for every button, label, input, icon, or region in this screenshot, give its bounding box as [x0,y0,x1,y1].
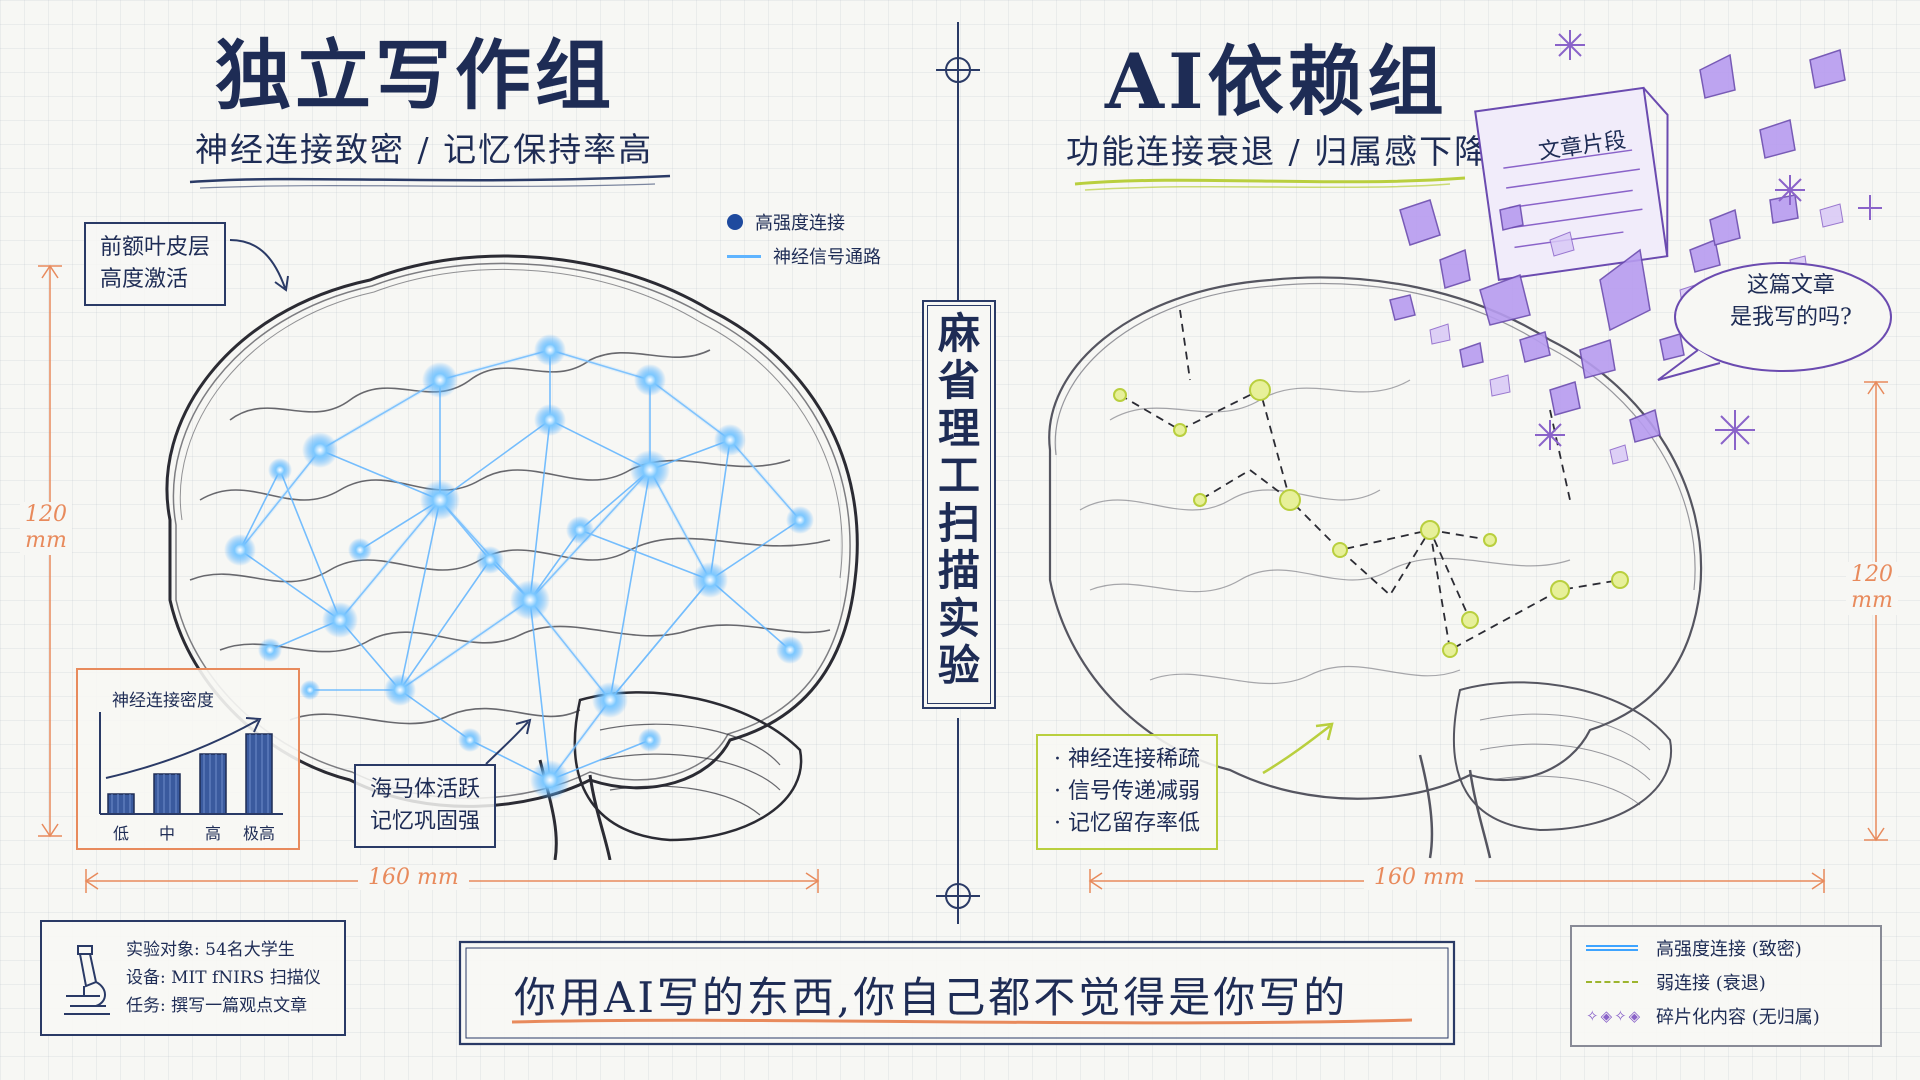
right-subtitle-underline [1074,176,1466,191]
high-strength-nodes [224,334,814,800]
blue-line-icon [727,254,761,258]
prefrontal-note: 前额叶皮层 高度激活 [84,222,227,306]
document-fragment-icon [1474,86,1669,281]
prefrontal-arrow [229,239,289,292]
density-chart-frame: 神经连接密度 低 中 高 极高 [76,668,300,850]
trend-arrowhead [245,717,262,733]
decline-note-line: · 神经连接稀疏 [1054,747,1200,772]
purple-fragment-icon: ✧◈✧◈ [1586,1007,1643,1025]
density-bar-hatch [111,794,131,814]
legend-label: 高强度连接 (致密) [1656,939,1802,960]
speech-line: 是我写的吗? [1730,304,1852,330]
left-width-label: 160 mm [358,865,469,890]
bottom-legend: 高强度连接 (致密) 弱连接 (衰退) ✧◈✧◈ 碎片化内容 (无归属) [1570,925,1882,1047]
legend-label: 碎片化内容 (无归属) [1656,1007,1820,1028]
density-tick-label: 中 [158,824,175,843]
left-legend: 高强度连接 神经信号通路 [727,205,881,273]
prefrontal-note-line: 前额叶皮层 [100,235,211,260]
fading-brain [1048,276,1703,859]
right-subtitle: 功能连接衰退 / 归属感下降 [1066,132,1490,171]
experiment-line: 实验对象: 54名大学生 [126,940,295,960]
density-bar-hatch [157,774,177,814]
hippocampus-note: 海马体活跃 记忆巩固强 [354,764,497,848]
legend-item-pathway: 神经信号通路 [727,239,881,273]
vertical-char: 省 [937,356,980,406]
right-brain-outline [1048,276,1703,859]
trend-arrow [105,719,259,779]
density-tick-label: 低 [112,824,129,843]
density-chart-title: 神经连接密度 [112,691,214,711]
left-title: 独立写作组 [215,31,615,120]
double-blue-line-icon [1586,945,1638,951]
decline-note-line: · 信号传递减弱 [1054,778,1200,804]
decline-arrow [1262,722,1334,775]
vertical-char: 验 [937,641,980,691]
microscope-icon [64,945,110,1015]
speech-text: 这篇文章 是我写的吗? [1730,270,1852,334]
right-title: AI依赖组 [1105,37,1448,126]
experiment-line: 任务: 撰写一篇观点文章 [126,996,308,1017]
decline-notes: · 神经连接稀疏 · 信号传递减弱 · 记忆留存率低 [1036,734,1218,850]
quote-frame [458,940,1456,1046]
experiment-info-box: 实验对象: 54名大学生 设备: MIT fNIRS 扫描仪 任务: 撰写一篇观… [40,920,346,1036]
hippocampus-note-line: 海马体活跃 [370,777,481,802]
dim-value: 120 [1851,562,1893,587]
vertical-label: 麻 省 理 工 扫 描 实 验 [933,310,985,690]
dashed-green-line-icon [1586,981,1638,983]
legend-item-node: 高强度连接 [727,205,881,239]
fragment-cluster [1389,30,1882,465]
vertical-char: 描 [937,546,980,596]
legend-label: 高强度连接 [755,213,845,234]
weak-nodes [1113,379,1629,658]
legend-dense: 高强度连接 (致密) [1586,931,1866,965]
dim-value: 120 [25,502,67,527]
density-bar-hatch [203,754,223,814]
vertical-char: 扫 [937,498,980,548]
hippocampus-arrow [485,718,532,765]
vertical-char: 麻 [937,309,980,358]
center-divider [936,22,980,924]
vertical-char: 工 [937,451,980,501]
speech-line: 这篇文章 [1746,273,1835,298]
density-tick-label: 极高 [242,824,275,843]
crystal-fragments [1389,49,1846,443]
legend-fragment: ✧◈✧◈ 碎片化内容 (无归属) [1586,999,1866,1033]
prefrontal-note-line: 高度激活 [100,266,189,292]
vertical-char: 实 [937,593,980,643]
legend-weak: 弱连接 (衰退) [1586,965,1866,999]
blue-node-icon [727,214,743,230]
dim-unit: mm [25,528,67,554]
right-height-label: 120 mm [1846,562,1898,615]
density-bar-hatch [249,734,269,814]
vertical-label-box: 麻 省 理 工 扫 描 实 验 [922,300,996,709]
dim-unit: mm [1851,588,1893,614]
legend-label: 神经信号通路 [773,247,881,268]
right-width-label: 160 mm [1364,865,1475,890]
experiment-info: 实验对象: 54名大学生 设备: MIT fNIRS 扫描仪 任务: 撰写一篇观… [126,936,321,1020]
left-subtitle: 神经连接致密 / 记忆保持率高 [195,130,654,169]
decline-note-line: · 记忆留存率低 [1054,810,1200,836]
density-tick-label: 高 [204,824,221,843]
left-height-label: 120 mm [20,502,72,555]
legend-label: 弱连接 (衰退) [1656,973,1766,994]
quote-text: 你用AI写的东西,你自己都不觉得是你写的 [514,973,1349,1022]
experiment-line: 设备: MIT fNIRS 扫描仪 [126,968,321,989]
vertical-char: 理 [937,403,980,453]
speech-bubble [1657,262,1892,381]
left-subtitle-underline [189,174,671,189]
hippocampus-note-line: 记忆巩固强 [370,808,481,834]
connected-brain [165,254,859,860]
snowflake-icon [1535,30,1882,450]
density-chart [99,712,283,815]
